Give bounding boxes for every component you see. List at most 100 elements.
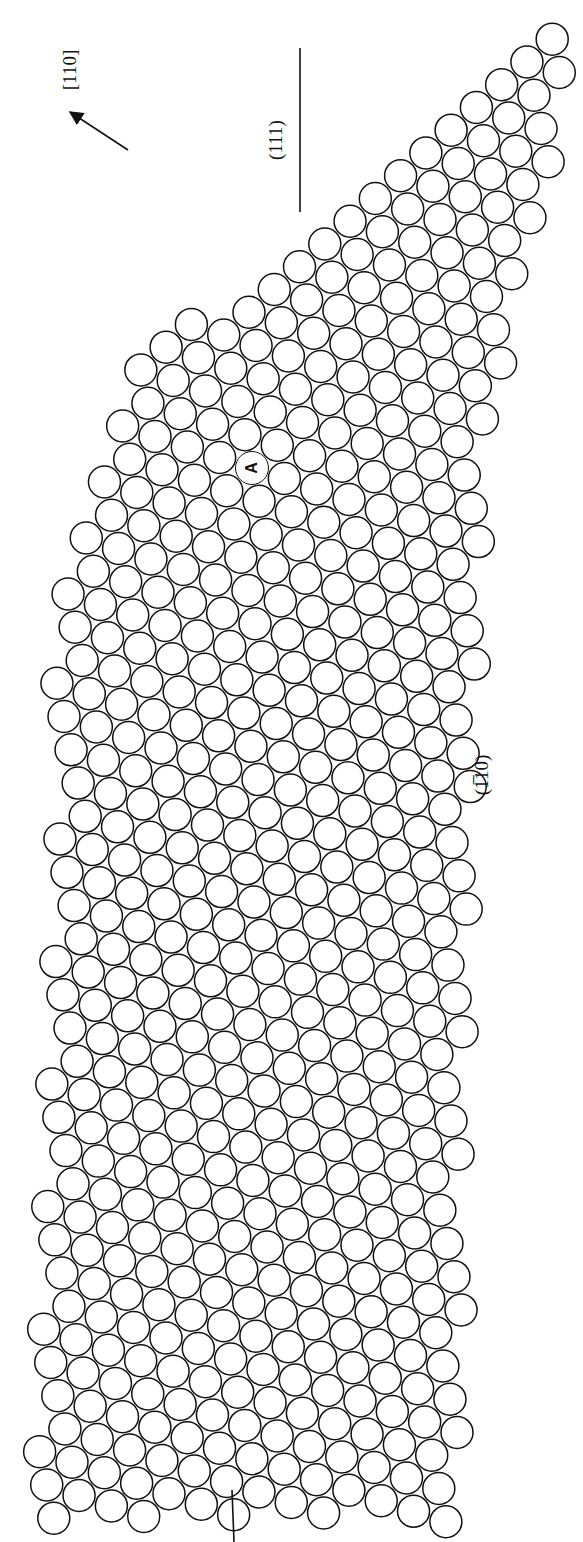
- atom: [222, 1376, 254, 1408]
- atom: [55, 734, 87, 766]
- atom: [149, 610, 181, 642]
- atom: [136, 1255, 168, 1287]
- atom: [359, 182, 391, 214]
- atom: [374, 961, 406, 993]
- atom: [249, 797, 281, 829]
- atom: [188, 653, 220, 685]
- atom: [227, 975, 259, 1007]
- atom: [391, 471, 423, 503]
- atom: [417, 170, 449, 202]
- atom: [316, 1252, 348, 1284]
- atom: [256, 830, 288, 862]
- atom: [398, 505, 430, 537]
- atom: [441, 426, 473, 458]
- atom: [119, 1033, 151, 1065]
- atom: [105, 967, 137, 999]
- atom: [316, 261, 348, 293]
- atom: [390, 1462, 422, 1494]
- atom: [285, 685, 317, 717]
- atom: [117, 599, 149, 631]
- atom: [173, 865, 205, 897]
- atom: [106, 688, 138, 720]
- atom: [423, 482, 455, 514]
- atom: [180, 898, 212, 930]
- atom: [269, 1175, 301, 1207]
- atom: [168, 1266, 200, 1298]
- atom: [335, 918, 367, 950]
- atom: [268, 1453, 300, 1485]
- atom: [281, 807, 313, 839]
- atom: [418, 883, 450, 915]
- atom: [216, 1065, 248, 1097]
- atom: [171, 431, 203, 463]
- atom: [500, 135, 532, 167]
- atom: [325, 729, 357, 761]
- atom: [433, 671, 465, 703]
- atom: [280, 1086, 312, 1118]
- atom: [254, 1387, 286, 1419]
- atom: [24, 1436, 56, 1468]
- atom: [245, 919, 277, 951]
- atom: [130, 944, 162, 976]
- atom: [182, 342, 214, 374]
- atom: [282, 529, 314, 561]
- atom: [114, 1434, 146, 1466]
- atom: [270, 897, 302, 929]
- atom: [38, 1502, 70, 1534]
- atom: [318, 695, 350, 727]
- atom: [305, 350, 337, 382]
- atom: [137, 977, 169, 1009]
- atom: [423, 1472, 455, 1504]
- atom: [286, 1397, 318, 1429]
- atom: [189, 1366, 221, 1398]
- atom: [110, 566, 142, 598]
- atom: [365, 494, 397, 526]
- atom: [185, 498, 217, 530]
- atom: [438, 1261, 470, 1293]
- atom: [262, 1142, 294, 1174]
- atom: [400, 939, 432, 971]
- atom: [385, 160, 417, 192]
- atom: [456, 214, 488, 246]
- atom: [507, 168, 539, 200]
- atom: [395, 349, 427, 381]
- atom: [312, 384, 344, 416]
- atom: [466, 403, 498, 435]
- atom: [305, 1341, 337, 1373]
- atom: [193, 531, 225, 563]
- atom: [294, 440, 326, 472]
- atom: [145, 732, 177, 764]
- atom: [261, 429, 293, 461]
- atom: [60, 1324, 92, 1356]
- atom: [102, 811, 134, 843]
- atom: [174, 587, 206, 619]
- atom: [339, 795, 371, 827]
- atom: [434, 393, 466, 425]
- atom: [293, 718, 325, 750]
- atom: [208, 1310, 240, 1342]
- atom: [243, 485, 275, 517]
- atom: [153, 1478, 185, 1510]
- atom: [308, 506, 340, 538]
- atom: [427, 359, 459, 391]
- atom: [247, 363, 279, 395]
- atom: [258, 1264, 290, 1296]
- atom: [213, 909, 245, 941]
- atom: [332, 762, 364, 794]
- atom: [290, 1275, 322, 1307]
- atom: [375, 683, 407, 715]
- atom: [340, 517, 372, 549]
- atom: [309, 228, 341, 260]
- atom: [28, 1313, 60, 1345]
- atom: [233, 296, 265, 328]
- atom: [155, 921, 187, 953]
- atom: [399, 1217, 431, 1249]
- atom: [158, 1077, 190, 1109]
- atom: [405, 538, 437, 570]
- atom: [112, 1000, 144, 1032]
- atom: [284, 963, 316, 995]
- atom: [422, 760, 454, 792]
- atom: [265, 307, 297, 339]
- atom: [357, 739, 389, 771]
